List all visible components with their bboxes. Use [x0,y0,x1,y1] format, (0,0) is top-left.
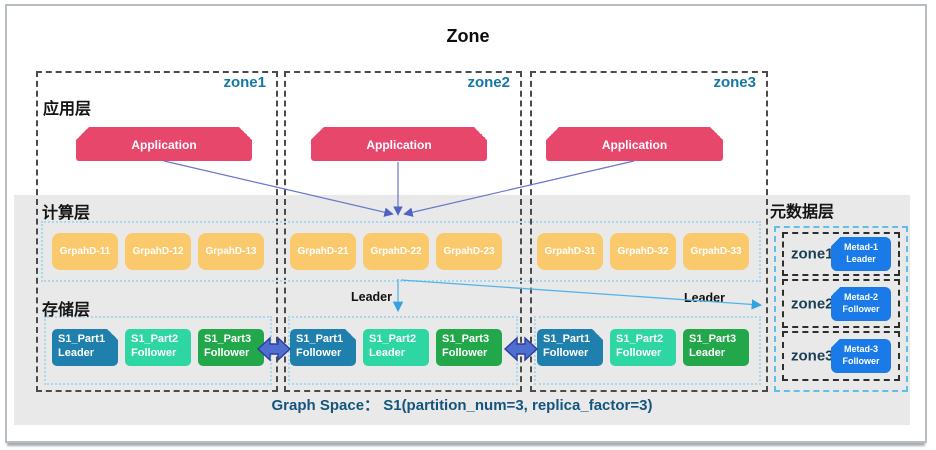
storage-partition: S1_Part1 Follower [290,329,356,366]
application-box-zone1: Application [76,127,252,161]
partition-role: Follower [296,346,342,359]
partition-name: S1_Part3 [442,333,490,345]
metad-node: Metad-3 Follower [831,339,891,373]
graphd-node: GrpahD-33 [683,233,749,270]
metad-name: Metad-2 [843,291,878,302]
storage-partition: S1_Part1 Follower [537,329,603,366]
zone3-label: zone3 [713,74,756,91]
storage-partition: S1_Part3 Follower [436,329,502,366]
graphd-node: GrpahD-21 [290,233,356,270]
metadata-layer-label: 元数据层 [770,204,835,221]
metadata-zone-label: zone1 [791,245,834,263]
zone2-box [284,71,522,392]
partition-name: S1_Part1 [543,333,591,345]
compute-layer-label: 计算层 [42,205,91,222]
partition-role: Follower [442,346,488,359]
storage-partition: S1_Part3 Follower [198,329,264,366]
partition-name: S1_Part2 [369,333,417,345]
partition-name: S1_Part3 [689,333,737,345]
graphd-node: GrpahD-22 [363,233,429,270]
zone3-box [530,71,768,392]
graphd-node: GrpahD-12 [125,233,191,270]
partition-name: S1_Part1 [58,333,106,345]
metadata-zone-label: zone2 [791,295,834,312]
metadata-container [774,226,908,392]
partition-role: Follower [543,346,589,359]
application-layer-label: 应用层 [43,101,92,118]
diagram-title: Zone [446,26,490,46]
zone1-box [36,71,278,392]
partition-name: S1_Part2 [131,333,179,345]
partition-role: Follower [204,346,250,359]
metad-role: Follower [842,356,880,366]
application-box-zone2: Application [311,127,487,161]
graphd-node: GrpahD-11 [52,233,118,270]
metad-node: Metad-1 Leader [831,237,891,271]
graph-space-caption: Graph Space： S1(partition_num=3, replica… [271,397,653,414]
partition-role: Leader [369,346,406,359]
metadata-row-zone1: zone1 Metad-1 Leader [782,232,900,276]
leader-pointer-meta-label: Leader [684,291,725,305]
application-box-zone3: Application [546,127,723,161]
partition-role: Leader [58,346,95,359]
storage-partition: S1_Part2 Follower [125,329,191,366]
storage-partition: S1_Part1 Leader [52,329,118,366]
storage-partition: S1_Part2 Leader [363,329,429,366]
partition-role: Follower [616,346,662,359]
partition-name: S1_Part2 [616,333,664,345]
zone1-label: zone1 [223,74,266,91]
metad-role: Follower [842,303,880,314]
metad-name: Metad-3 [843,344,878,355]
partition-role: Leader [689,346,726,359]
graphd-node: GrpahD-32 [610,233,676,270]
partition-name: S1_Part1 [296,333,344,345]
graphd-node: GrpahD-13 [198,233,264,270]
metad-role: Leader [846,254,876,264]
storage-partition: S1_Part2 Follower [610,329,676,366]
metadata-row-zone2: zone2 Metad-2 Follower [782,279,900,328]
storage-partition: S1_Part3 Leader [683,329,749,366]
leader-pointer-storage-label: Leader [351,290,392,304]
partition-role: Follower [131,346,177,359]
partition-name: S1_Part3 [204,333,252,345]
metad-node: Metad-2 Follower [831,286,891,321]
storage-layer-label: 存储层 [42,302,91,319]
metadata-zone-label: zone3 [791,347,834,365]
zone2-label: zone2 [467,74,510,91]
graphd-node: GrpahD-31 [537,233,603,270]
graphd-node: GrpahD-23 [436,233,502,270]
metadata-row-zone3: zone3 Metad-3 Follower [782,331,900,381]
metad-name: Metad-1 [843,242,878,253]
